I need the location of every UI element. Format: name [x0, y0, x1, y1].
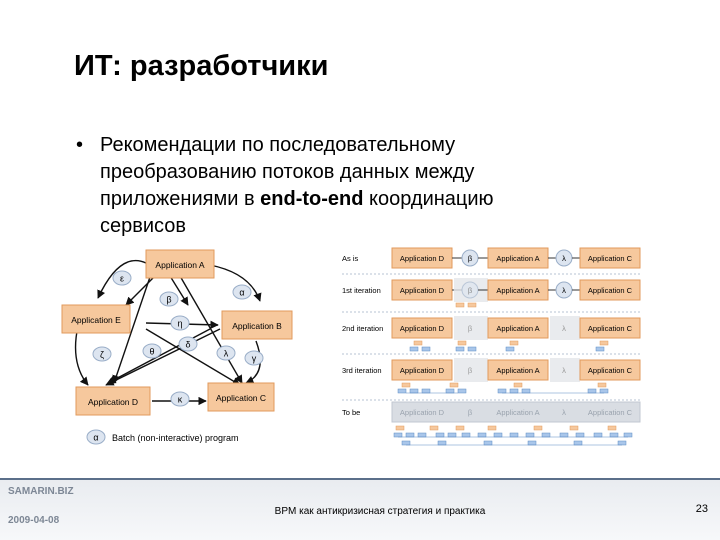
app-box-e: Application E [61, 304, 131, 334]
lambda-label: λ [224, 349, 229, 359]
row-app-c: Application C [588, 408, 633, 417]
app-b-label: Application B [232, 321, 282, 331]
row-app-c: Application C [588, 254, 633, 263]
diagram-legend: α Batch (non-interactive) program [86, 429, 239, 445]
bullet-text-bold: end-to-end [260, 188, 364, 210]
row-app-d: Application D [400, 408, 445, 417]
row-app-d: Application D [400, 366, 445, 375]
bullet-text: Рекомендации по последовательному преобр… [100, 132, 578, 240]
row-lambda: λ [562, 286, 566, 295]
alpha-label: α [239, 288, 244, 298]
row-label: As is [342, 254, 359, 263]
row-app-d: Application D [400, 254, 445, 263]
row-lambda: λ [562, 366, 566, 375]
app-box-c: Application C [207, 382, 275, 412]
row-beta: β [468, 366, 473, 375]
row-app-c: Application C [588, 324, 633, 333]
row-beta: β [468, 408, 473, 417]
theta-label: θ [149, 347, 154, 357]
eta-label: η [177, 319, 182, 329]
app-e-label: Application E [71, 315, 121, 325]
slide-title: ИТ: разработчики [74, 50, 329, 82]
program-zeta: ζ [92, 346, 112, 362]
program-theta: θ [142, 343, 162, 359]
row-app-a: Application A [496, 366, 539, 375]
delta-label: δ [185, 340, 190, 350]
program-alpha: α [232, 284, 252, 300]
footer-divider [0, 478, 720, 480]
page-number: 23 [695, 503, 708, 515]
bullet-marker: • [76, 134, 84, 156]
app-d-label: Application D [88, 397, 138, 407]
app-c-label: Application C [216, 393, 266, 403]
row-label: 1st iteration [342, 286, 381, 295]
row-app-a: Application A [496, 324, 539, 333]
bullet-text-part1: Рекомендации по последовательному преобр… [100, 134, 475, 210]
legend-text: Batch (non-interactive) program [112, 433, 239, 443]
zeta-label: ζ [100, 350, 104, 360]
epsilon-label: ε [120, 274, 124, 284]
row-lambda: λ [562, 254, 566, 263]
footer-band [0, 480, 720, 540]
program-beta: β [159, 291, 179, 307]
row-label: To be [342, 408, 360, 417]
program-delta: δ [178, 336, 198, 352]
gamma-label: γ [252, 354, 257, 364]
beta-label: β [166, 295, 171, 305]
row-app-a: Application A [496, 408, 539, 417]
bullet-text-part2: координацию сервисов [100, 188, 494, 237]
legend-symbol: α [93, 433, 98, 443]
footer-date: 2009-04-08 [8, 515, 60, 526]
app-box-b: Application B [221, 310, 293, 340]
row-label: 3rd iteration [342, 366, 382, 375]
row-app-d: Application D [400, 324, 445, 333]
row-lambda: λ [562, 408, 566, 417]
footer-company: SAMARIN.BIZ [8, 486, 74, 497]
program-eta: η [170, 315, 190, 331]
row-3rd-iteration: 3rd iteration Application D β Applicatio… [342, 358, 641, 394]
row-app-c: Application C [588, 366, 633, 375]
row-app-a: Application A [496, 254, 539, 263]
row-label: 2nd iteration [342, 324, 383, 333]
iteration-evolution-diagram: As is Application D β Application A λ Ap… [342, 247, 642, 446]
row-lambda: λ [562, 324, 566, 333]
application-network-diagram: Application A Application E Application … [61, 249, 293, 445]
program-lambda: λ [216, 345, 236, 361]
row-app-a: Application A [496, 286, 539, 295]
program-gamma: γ [244, 350, 264, 366]
app-box-a: Application A [145, 249, 215, 279]
kappa-label: κ [178, 395, 183, 405]
row-1st-iteration: 1st iteration Application D β Applicatio… [342, 278, 641, 308]
program-epsilon: ε [112, 270, 132, 286]
row-to-be: To be Application D β Application A λ Ap… [342, 401, 641, 446]
row-beta: β [468, 286, 473, 295]
footer-presentation-title: BPM как антикризисная стратегия и практи… [274, 506, 486, 517]
row-beta: β [468, 324, 473, 333]
program-kappa: κ [170, 391, 190, 407]
row-beta: β [468, 254, 473, 263]
row-app-c: Application C [588, 286, 633, 295]
row-as-is: As is Application D β Application A λ Ap… [342, 247, 641, 269]
row-app-d: Application D [400, 286, 445, 295]
app-a-label: Application A [155, 260, 204, 270]
row-2nd-iteration: 2nd iteration Application D β Applicatio… [342, 316, 641, 352]
app-box-d: Application D [75, 386, 151, 416]
